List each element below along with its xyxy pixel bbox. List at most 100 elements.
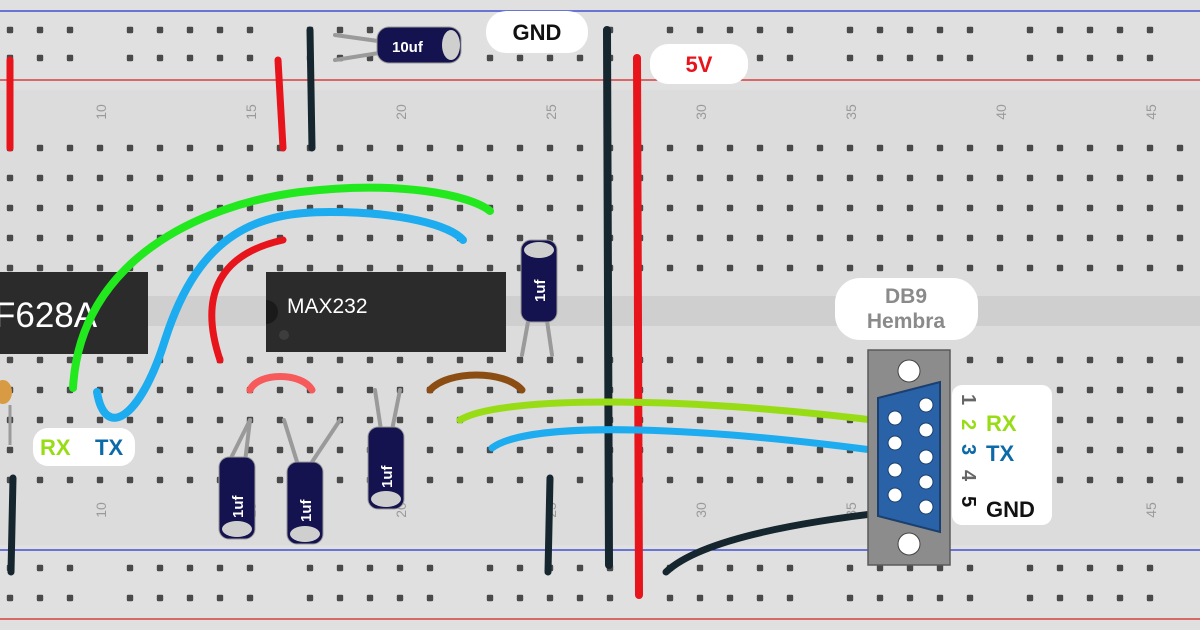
breadboard-hole [1116,54,1124,62]
column-number: 20 [393,104,409,120]
breadboard-hole [1086,234,1094,242]
breadboard-hole [186,204,194,212]
breadboard-hole [1026,594,1034,602]
breadboard-hole [1056,234,1064,242]
breadboard-hole [1146,234,1154,242]
breadboard-hole [906,564,914,572]
capacitor-10uf: 10uf [376,26,462,64]
breadboard-hole [906,204,914,212]
breadboard-hole [876,144,884,152]
breadboard-hole [396,144,404,152]
breadboard-hole [516,356,524,364]
breadboard-hole [96,204,104,212]
breadboard-hole [696,264,704,272]
breadboard-hole [576,204,584,212]
breadboard-hole [726,476,734,484]
breadboard-hole [696,564,704,572]
breadboard-hole [1026,234,1034,242]
breadboard-hole [786,54,794,62]
breadboard-hole [96,416,104,424]
breadboard-hole [966,26,974,34]
breadboard-hole [66,264,74,272]
breadboard-hole [546,386,554,394]
breadboard-hole [156,416,164,424]
breadboard-hole [336,446,344,454]
breadboard-hole [1056,26,1064,34]
breadboard-hole [576,594,584,602]
breadboard-hole [336,26,344,34]
breadboard-hole [186,476,194,484]
breadboard-hole [486,564,494,572]
breadboard-hole [1026,174,1034,182]
db9-pin-2-num: 2 [957,419,979,430]
breadboard-hole [906,234,914,242]
breadboard-hole [756,386,764,394]
breadboard-hole [396,594,404,602]
breadboard-hole [1146,356,1154,364]
breadboard-hole [366,144,374,152]
breadboard-hole [756,356,764,364]
breadboard-hole [1116,26,1124,34]
breadboard-hole [786,234,794,242]
breadboard-hole [156,144,164,152]
breadboard-hole [66,204,74,212]
breadboard-hole [966,174,974,182]
breadboard-hole [786,204,794,212]
breadboard-hole [966,204,974,212]
pic-chip: F628A [0,272,148,354]
bottom-power-rail [0,545,1200,630]
breadboard-hole [66,26,74,34]
breadboard-hole [1116,174,1124,182]
breadboard-hole [1176,174,1184,182]
breadboard-hole [816,174,824,182]
breadboard-hole [456,446,464,454]
breadboard-hole [756,416,764,424]
breadboard-hole [96,264,104,272]
breadboard-hole [786,446,794,454]
breadboard-hole [1116,416,1124,424]
breadboard-hole [516,446,524,454]
breadboard-hole [486,54,494,62]
breadboard-hole [246,264,254,272]
five-v-label: 5V [650,44,748,84]
breadboard-hole [936,174,944,182]
breadboard-hole [516,54,524,62]
breadboard-hole [846,594,854,602]
breadboard-hole [126,476,134,484]
breadboard-hole [186,564,194,572]
db9-label: DB9 Hembra [835,278,978,340]
breadboard-hole [336,476,344,484]
breadboard-hole [666,356,674,364]
breadboard-hole [366,386,374,394]
breadboard-hole [1146,476,1154,484]
breadboard-hole [186,144,194,152]
breadboard-hole [816,234,824,242]
breadboard-hole [66,234,74,242]
breadboard-hole [726,234,734,242]
breadboard-hole [756,264,764,272]
breadboard-hole [36,386,44,394]
breadboard-hole [276,174,284,182]
breadboard-hole [186,356,194,364]
breadboard-hole [726,144,734,152]
five-v-label-text: 5V [686,52,713,77]
breadboard-hole [816,476,824,484]
breadboard-hole [216,144,224,152]
breadboard-hole [726,264,734,272]
breadboard-hole [846,54,854,62]
breadboard-hole [846,264,854,272]
breadboard-hole [846,26,854,34]
breadboard-hole [156,476,164,484]
breadboard-hole [996,204,1004,212]
breadboard-hole [216,54,224,62]
breadboard-hole [486,416,494,424]
breadboard-hole [576,446,584,454]
column-number: 30 [693,104,709,120]
breadboard-hole [306,564,314,572]
breadboard-hole [1176,416,1184,424]
breadboard-hole [126,144,134,152]
breadboard-hole [336,564,344,572]
breadboard-hole [426,264,434,272]
breadboard-hole [756,144,764,152]
